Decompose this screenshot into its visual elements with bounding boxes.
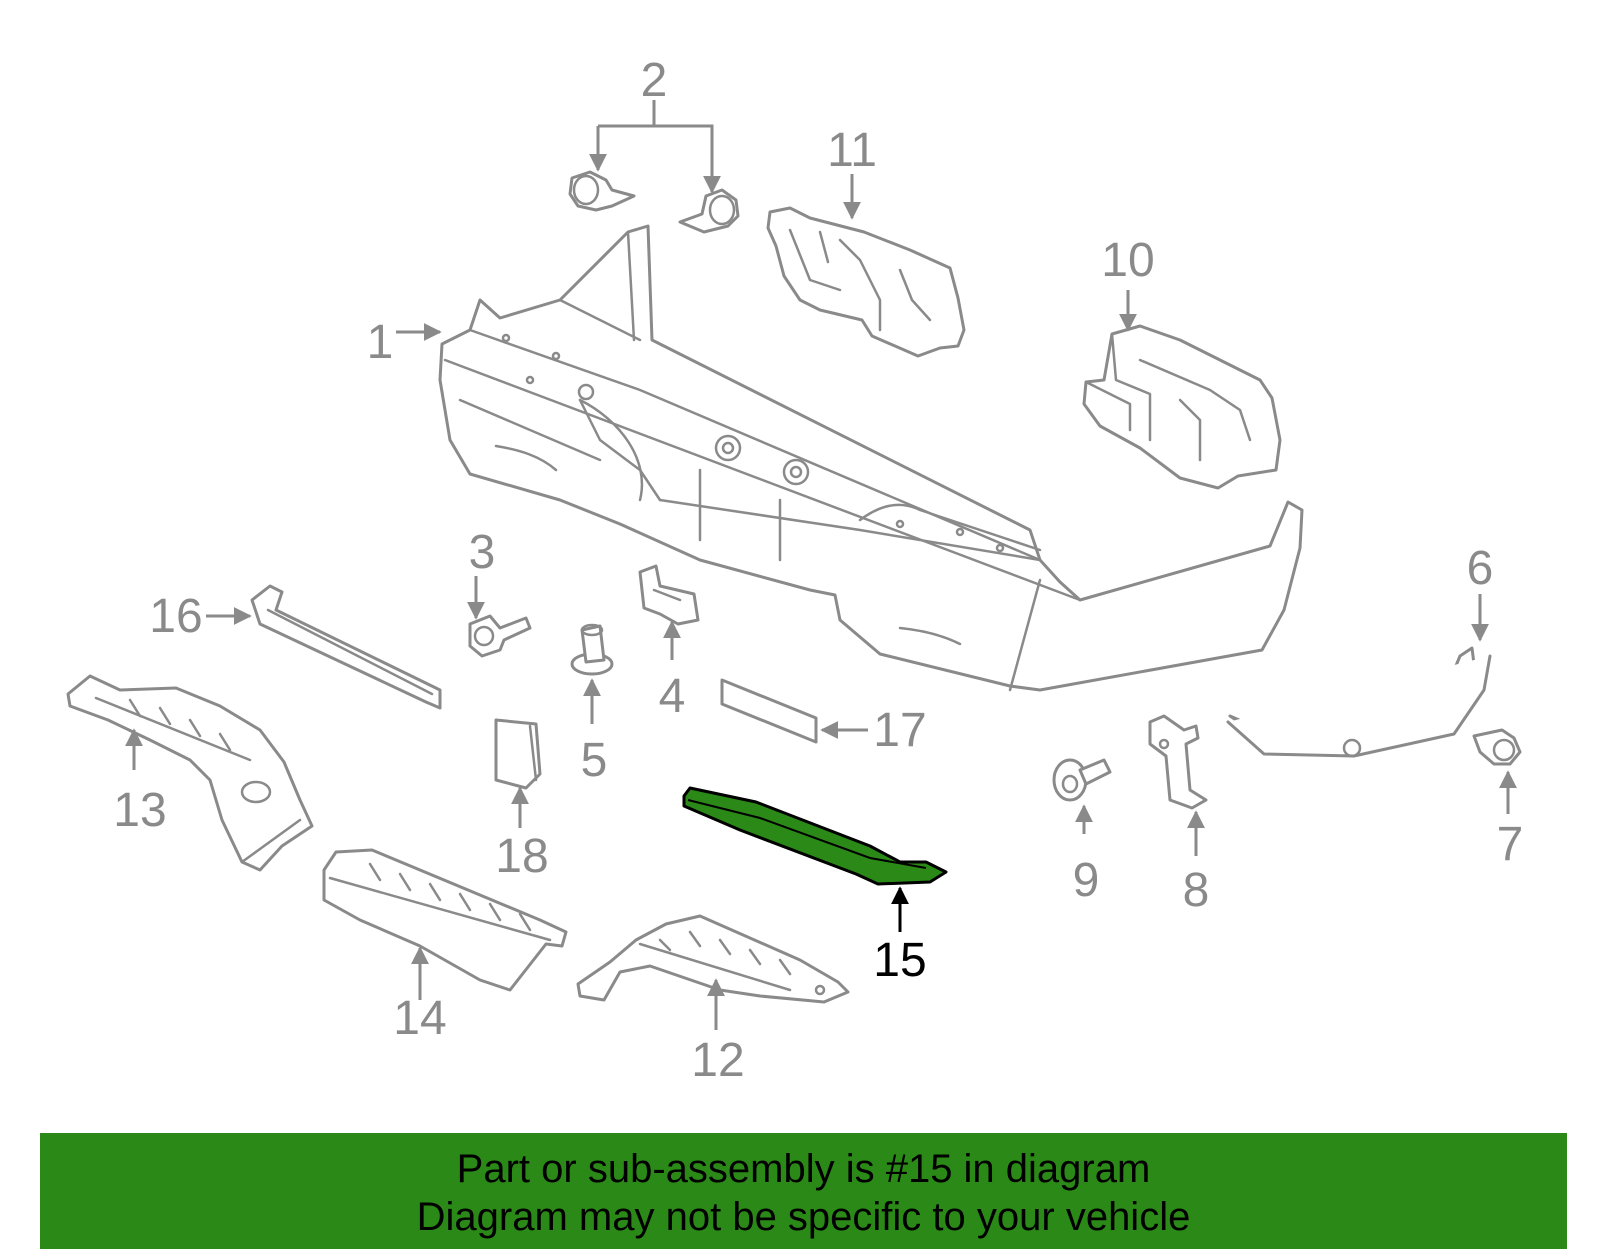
part-14-step-pad[interactable] xyxy=(322,848,568,992)
part-12-step-pad[interactable] xyxy=(576,914,850,1004)
part-11-absorber[interactable] xyxy=(766,206,966,358)
part-10-absorber[interactable] xyxy=(1082,324,1282,490)
callout-16: 16 xyxy=(149,590,202,643)
callout-5: 5 xyxy=(581,734,608,787)
callout-6: 6 xyxy=(1467,542,1494,595)
part-9-pin[interactable] xyxy=(1052,758,1112,802)
part-2-bolts[interactable] xyxy=(568,170,740,234)
callout-11: 11 xyxy=(827,124,877,177)
callout-17: 17 xyxy=(873,704,926,757)
part-6-bracket[interactable] xyxy=(1226,646,1492,758)
part-7-bolt[interactable] xyxy=(1472,728,1522,766)
callout-15: 15 xyxy=(873,934,926,987)
callout-labels: 2 1 11 10 3 4 5 6 7 8 9 12 13 14 15 16 1… xyxy=(113,54,1523,1087)
callout-7: 7 xyxy=(1497,818,1524,871)
part-3-bolt[interactable] xyxy=(468,614,532,658)
callout-12: 12 xyxy=(691,1034,744,1087)
part-1-bumper[interactable] xyxy=(438,224,1304,692)
callout-14: 14 xyxy=(393,992,446,1045)
part-13-step-pad[interactable] xyxy=(66,674,314,872)
banner-line-2: Diagram may not be specific to your vehi… xyxy=(416,1195,1191,1239)
callout-13: 13 xyxy=(113,784,166,837)
part-17-pad[interactable] xyxy=(720,678,818,744)
part-15-highlighted[interactable] xyxy=(682,786,948,886)
part-8-bracket[interactable] xyxy=(1148,714,1208,810)
callout-18: 18 xyxy=(495,830,548,883)
callout-4: 4 xyxy=(659,670,686,723)
callout-2: 2 xyxy=(641,54,668,107)
part-18-pad[interactable] xyxy=(494,718,542,790)
part-4-bracket[interactable] xyxy=(638,564,700,626)
banner-line-1: Part or sub-assembly is #15 in diagram xyxy=(456,1147,1151,1191)
leader-lines xyxy=(125,100,1517,1030)
callout-1: 1 xyxy=(367,316,394,369)
info-banner: Part or sub-assembly is #15 in diagram D… xyxy=(40,1133,1567,1249)
part-5-nut[interactable] xyxy=(570,623,614,676)
callout-3: 3 xyxy=(469,526,496,579)
callout-10: 10 xyxy=(1101,234,1154,287)
callout-9: 9 xyxy=(1073,854,1100,907)
part-16-bar[interactable] xyxy=(250,584,442,710)
callout-8: 8 xyxy=(1183,864,1210,917)
